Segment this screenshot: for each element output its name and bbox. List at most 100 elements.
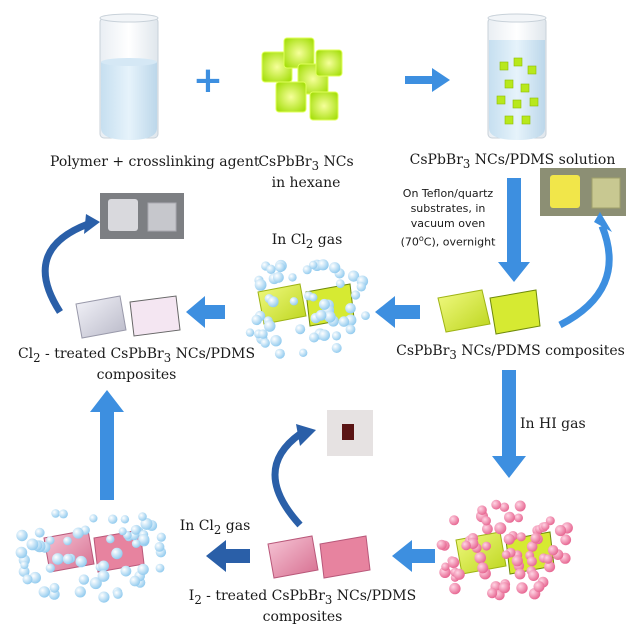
gas-bubble (331, 343, 342, 353)
photo-dark-crystal (327, 410, 373, 456)
gas-bubble (26, 538, 39, 551)
gas-bubble (140, 517, 153, 530)
curved-arrow-to-yellow-photo (558, 224, 613, 329)
gas-bubble (75, 555, 87, 568)
curved-arrow-head-left (84, 214, 100, 234)
gas-bubble (501, 550, 511, 559)
gas-bubble (270, 335, 282, 347)
gas-bubble (120, 565, 132, 577)
gas-bubble (155, 563, 165, 573)
curved-arrow-head-crystal (296, 424, 316, 446)
gas-bubble (482, 541, 491, 551)
gas-bubble (38, 586, 50, 598)
gas-bubble (267, 296, 279, 308)
gas-bubble (49, 582, 60, 593)
gas-bubble (16, 529, 28, 542)
gas-bubble (63, 536, 72, 546)
gas-bubble (514, 500, 526, 512)
gas-bubble (266, 264, 276, 274)
gas-bubble (317, 259, 329, 271)
gas-bubble (20, 560, 29, 570)
gas-bubble (448, 556, 460, 569)
yellow-composite-films (437, 289, 541, 335)
arrow-to-solution (405, 68, 450, 92)
gas-bubble (89, 577, 102, 590)
gas-bubble (514, 568, 526, 580)
gas-bubble (436, 539, 447, 550)
arrow-pink-to-cl2 (206, 540, 250, 572)
gas-bubble (98, 560, 109, 572)
gas-bubble (516, 532, 526, 542)
gas-bubble (108, 514, 118, 524)
gas-bubble (503, 533, 515, 545)
gas-bubble (544, 561, 556, 573)
gas-bubble (138, 533, 150, 546)
gas-bubble (514, 513, 523, 523)
gas-bubble (52, 553, 64, 565)
gas-bubble (274, 348, 285, 359)
gas-bubble (481, 516, 491, 526)
gas-bubble (45, 563, 55, 573)
gas-bubble (98, 591, 110, 603)
cl2-gas-top-label: In Cl2 gas (271, 232, 343, 251)
gas-bubble (516, 582, 528, 594)
polymer-label: Polymer + crosslinking agent (50, 154, 260, 170)
hi-gas-label: In HI gas (520, 416, 586, 432)
gas-bubble (504, 511, 515, 523)
gas-bubble (138, 512, 147, 521)
gas-bubble (97, 570, 110, 582)
gas-bubble (449, 515, 460, 526)
gas-bubble (441, 562, 450, 571)
gas-bubble (487, 588, 498, 599)
gas-bubble (89, 514, 98, 523)
gas-bubble (547, 545, 559, 556)
gas-bubble (530, 533, 541, 544)
gas-bubble (299, 348, 308, 357)
cl2-treated-label: Cl2 - treated CsPbBr3 NCs/PDMS composite… (17, 346, 256, 383)
gas-bubble (318, 298, 330, 310)
arrow-down-to-composites (498, 178, 530, 282)
gas-bubble (260, 338, 270, 348)
cl2-gas-bottom-label: In Cl2 gas (179, 518, 251, 537)
gas-bubble (129, 575, 141, 587)
gas-bubble (345, 324, 356, 335)
gas-bubble (154, 542, 165, 552)
gas-bubble (477, 562, 489, 574)
curved-arrow-to-white-photo (41, 220, 90, 314)
gas-bubble (34, 527, 45, 538)
gas-bubble (22, 574, 33, 585)
gas-bubble (318, 329, 330, 341)
gas-bubble (275, 262, 286, 273)
gas-bubble (130, 525, 141, 535)
gas-bubble (263, 320, 276, 332)
gas-bubble (118, 527, 127, 536)
gas-bubble (511, 555, 523, 567)
gas-bubble (491, 499, 502, 510)
gas-bubble (78, 574, 90, 585)
gas-bubble (356, 282, 366, 292)
gas-bubble (453, 568, 465, 580)
gas-bubble (156, 532, 166, 542)
gas-bubble (494, 522, 507, 535)
gas-bubble (131, 539, 141, 548)
gas-bubble (289, 297, 299, 306)
white-composite-films (75, 295, 181, 339)
gas-bubble (345, 303, 356, 314)
gas-bubble (335, 279, 345, 289)
gas-bubble (58, 509, 68, 519)
gas-bubble (498, 582, 510, 594)
solution-test-tube (487, 13, 547, 140)
gas-bubble (245, 328, 255, 337)
photo-yellow-films (540, 168, 626, 216)
gas-bubble (554, 525, 567, 537)
polymer-test-tube (99, 13, 159, 140)
gas-bubble (331, 331, 342, 341)
gas-bubble (15, 546, 28, 559)
gas-bubble (113, 589, 123, 599)
gas-bubble (137, 563, 149, 576)
gas-bubble (449, 582, 461, 595)
gas-bubble (324, 311, 336, 323)
gas-bubble (499, 502, 510, 512)
nanocrystal-label: CsPbBr3 NCs in hexane (258, 154, 354, 191)
